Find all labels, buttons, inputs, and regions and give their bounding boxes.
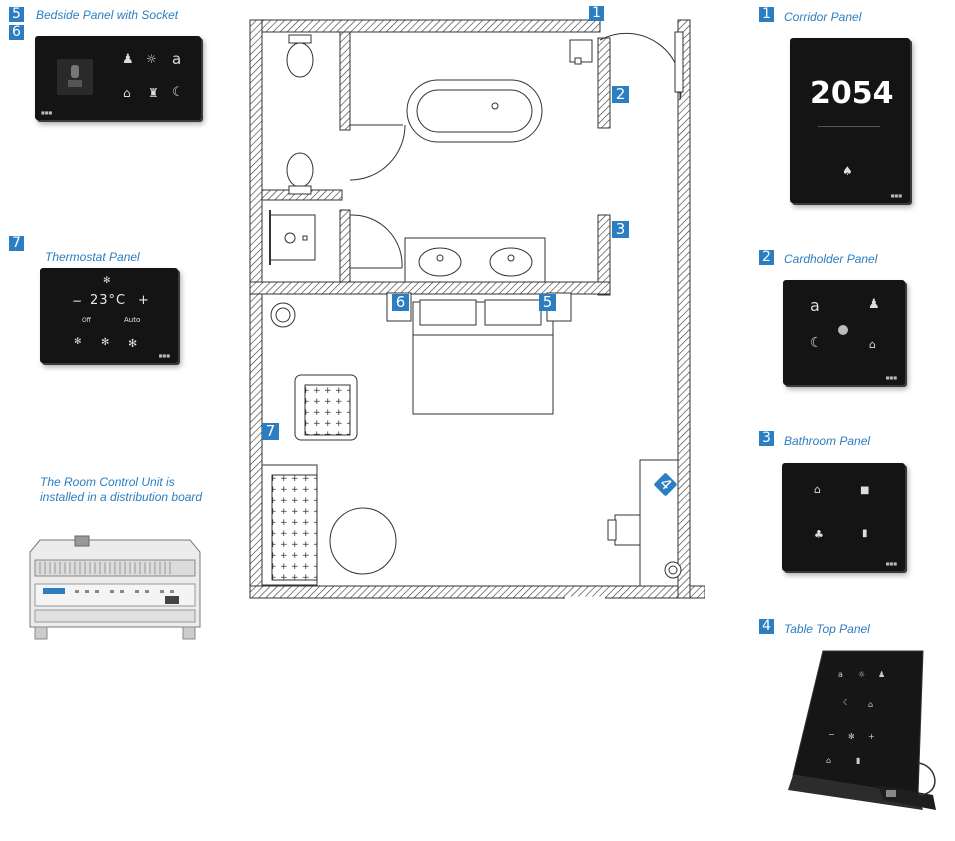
floor-lamp-icon: ♜ <box>148 86 159 100</box>
rcu-caption-line-2: installed in a distribution board <box>40 490 203 504</box>
fan-low-icon: ✻ <box>74 337 82 347</box>
temperature-value: 23°C <box>90 293 127 308</box>
brand-mark: ■■■ <box>885 561 897 566</box>
brand-mark: ■■■ <box>158 353 170 358</box>
fan-high-icon: ✻ <box>128 337 138 350</box>
svg-text:−: − <box>828 730 835 739</box>
svg-text:♟: ♟ <box>878 670 885 679</box>
cardholder-panel-caption: Cardholder Panel <box>784 252 878 266</box>
label-number-5: 5 <box>9 7 24 22</box>
fan-icon: ✻ <box>103 276 111 286</box>
label-number-6: 6 <box>9 25 24 40</box>
wall-right <box>677 19 691 599</box>
plan-marker-3: 3 <box>612 221 629 238</box>
label-number-2: 2 <box>759 250 774 265</box>
bell-icon: ♠ <box>842 164 853 178</box>
svg-text:⌂: ⌂ <box>868 700 873 709</box>
wall-corridor-lower <box>597 214 611 296</box>
svg-text:✻: ✻ <box>848 732 855 741</box>
plan-marker-5: 5 <box>539 294 556 311</box>
bedside-panel-image: ♟ ☼ a ⌂ ♜ ☾ ■■■ <box>35 36 201 120</box>
toilet-2 <box>286 152 314 188</box>
svg-text:☾: ☾ <box>843 698 850 707</box>
minus-symbol: − <box>72 294 83 308</box>
auto-label: Auto <box>124 316 141 324</box>
sleeping-person-icon: ♟ <box>122 52 134 67</box>
lamp-icon: ⌂ <box>869 338 876 351</box>
round-table <box>329 507 397 575</box>
svg-text:a: a <box>838 670 843 679</box>
svg-text:▮: ▮ <box>856 756 860 765</box>
plan-marker-7: 7 <box>262 423 279 440</box>
sleeping-person-icon: ♟ <box>868 297 880 312</box>
room-control-unit-image <box>29 535 201 640</box>
table-top-panel-image: a ☼ ♟ ☾ ⌂ − ✻ + ⌂ ▮ <box>788 650 936 810</box>
wall-shower-vertical <box>339 209 351 283</box>
svg-text:+: + <box>868 732 875 741</box>
plus-symbol: + <box>138 293 149 308</box>
a-icon: a <box>810 296 820 315</box>
tabletop-panel-caption: Table Top Panel <box>784 622 870 636</box>
do-not-disturb-icon: ▮ <box>862 528 868 539</box>
off-label: Off <box>82 317 91 324</box>
car-icon: ■ <box>860 485 870 496</box>
bedside-panel-caption: Bedside Panel with Socket <box>36 8 179 22</box>
label-number-1: 1 <box>759 7 774 22</box>
floor-plan <box>249 19 705 600</box>
card-sensor-icon <box>838 325 848 335</box>
plan-marker-1: 1 <box>589 6 604 21</box>
toilet-1 <box>286 42 314 78</box>
bulb-icon: ☼ <box>146 52 157 66</box>
plan-marker-2: 2 <box>612 86 629 103</box>
room-number: 2054 <box>810 76 894 111</box>
a-icon: a <box>172 50 182 68</box>
wall-bottom <box>249 585 705 599</box>
corridor-panel-image: 2054 ♠ ■■■ <box>790 38 910 203</box>
socket-icon <box>57 59 93 95</box>
brand-mark: ■■■ <box>885 375 897 380</box>
plan-marker-6: 6 <box>392 294 409 311</box>
brand-mark: ■■■ <box>41 110 53 115</box>
wall-corridor-stub <box>597 37 611 129</box>
corridor-panel-caption: Corridor Panel <box>784 10 862 24</box>
moon-icon: ☾ <box>172 85 184 100</box>
brand-mark: ■■■ <box>890 193 902 198</box>
bathroom-panel-image: ⌂ ■ ♣ ▮ ■■■ <box>782 463 905 571</box>
thermostat-panel-caption: Thermostat Panel <box>45 250 140 264</box>
label-number-3: 3 <box>759 431 774 446</box>
thermostat-panel-image: ✻ − 23°C + Off Auto ✻ ✻ ✻ ■■■ <box>40 268 178 363</box>
label-number-4: 4 <box>759 619 774 634</box>
rcu-caption-line-1: The Room Control Unit is <box>40 475 175 489</box>
fan-mid-icon: ✻ <box>101 337 110 348</box>
wall-wc-vertical <box>339 31 351 131</box>
maid-icon: ♣ <box>814 528 824 541</box>
svg-text:⌂: ⌂ <box>826 756 831 765</box>
wall-top-left <box>249 19 601 33</box>
moon-icon: ☾ <box>810 335 823 351</box>
rcu-caption: The Room Control Unit is installed in a … <box>40 475 202 505</box>
bathtub-icon: ⌂ <box>814 483 821 496</box>
lamp-icon: ⌂ <box>123 86 131 100</box>
label-number-7: 7 <box>9 236 24 251</box>
bathroom-panel-caption: Bathroom Panel <box>784 434 871 448</box>
wall-middle <box>249 281 611 295</box>
svg-text:☼: ☼ <box>858 670 865 679</box>
cardholder-panel-image: a ♟ ☾ ⌂ ■■■ <box>783 280 905 385</box>
wall-left <box>249 19 263 599</box>
